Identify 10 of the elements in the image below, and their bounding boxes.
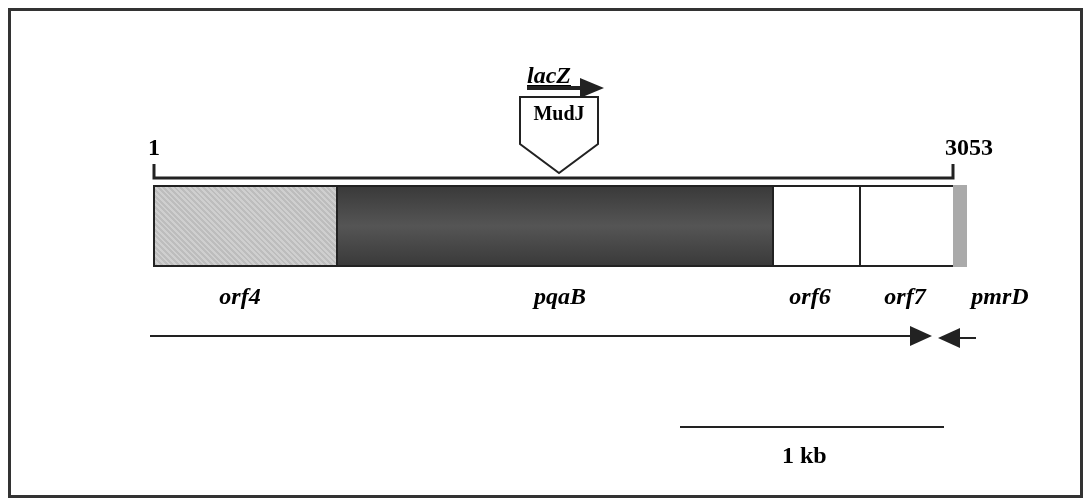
gene-label: orf7 [884,283,926,310]
gene-label: orf6 [789,283,831,310]
gene-label: orf4 [219,283,261,310]
position-number: 3053 [945,134,993,161]
gene-label: pmrD [971,283,1029,310]
gene-label: pqaB [534,283,586,310]
gene-label: lacZ [527,62,571,89]
scale-label: 1 kb [782,442,827,469]
insertion-label: MudJ [532,102,586,125]
position-number: 1 [148,134,160,161]
